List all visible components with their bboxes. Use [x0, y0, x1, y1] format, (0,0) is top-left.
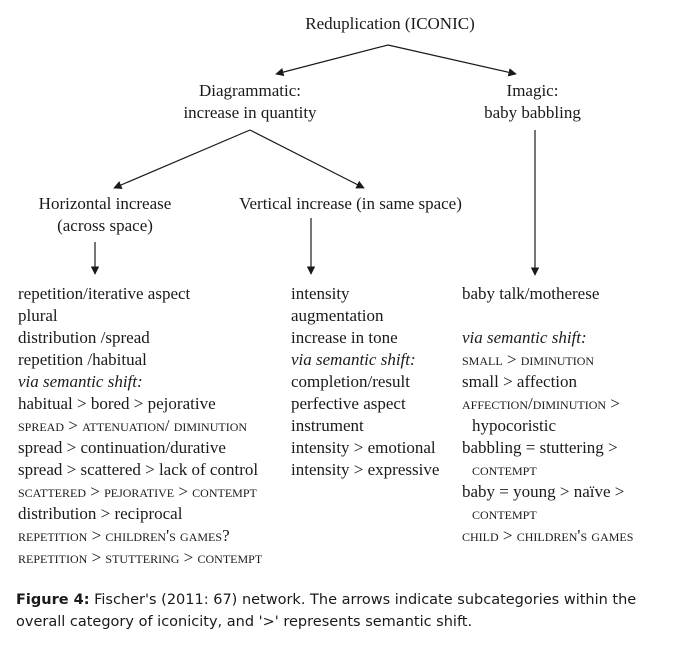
list-item: contempt: [472, 504, 537, 523]
list-item: spread > attenuation/ diminution: [18, 416, 248, 435]
list-item: repetition/iterative aspect: [18, 284, 191, 303]
list-item: repetition > children's games?: [18, 526, 230, 545]
vertical-node: Vertical increase (in same space): [228, 193, 473, 215]
list-item: hypocoristic: [472, 416, 557, 435]
list-item: habitual > bored > pejorative: [18, 394, 216, 413]
vertical-line1: Vertical increase (in same space): [239, 194, 462, 213]
list-item: babbling = stuttering >: [462, 438, 618, 457]
list-item: small > diminution: [462, 350, 595, 369]
root-label: Reduplication (ICONIC): [305, 14, 475, 33]
imagic-list: baby talk/motherese via semantic shift: …: [462, 283, 633, 547]
list-item: repetition > stuttering > contempt: [18, 548, 263, 567]
arrow-root-to-diagrammatic: [275, 44, 389, 77]
list-item: intensity: [291, 284, 350, 303]
list-item: via semantic shift:: [18, 372, 143, 391]
diagrammatic-line1: Diagrammatic:: [199, 81, 301, 100]
list-item: via semantic shift:: [291, 350, 416, 369]
list-item: plural: [18, 306, 58, 325]
diagrammatic-node: Diagrammatic: increase in quantity: [160, 80, 340, 124]
list-item: distribution /spread: [18, 328, 150, 347]
vertical-list: intensity augmentation increase in tone …: [291, 283, 439, 481]
root-node: Reduplication (ICONIC): [250, 13, 530, 35]
list-item: small > affection: [462, 372, 578, 391]
list-item: via semantic shift:: [462, 328, 587, 347]
diagrammatic-line2: increase in quantity: [183, 103, 317, 122]
list-item: spread > continuation/durative: [18, 438, 226, 457]
list-item: contempt: [472, 460, 537, 479]
horizontal-line2: (across space): [57, 216, 153, 235]
arrow-diagrammatic-to-horizontal: [113, 129, 251, 189]
list-item: intensity > expressive: [291, 460, 440, 479]
arrow-diagrammatic-to-vertical: [249, 129, 365, 189]
list-item: augmentation: [291, 306, 384, 325]
list-item: intensity > emotional: [291, 438, 436, 457]
horizontal-node: Horizontal increase (across space): [20, 193, 190, 237]
list-spacer: [462, 305, 633, 327]
list-item: spread > scattered > lack of control: [18, 460, 259, 479]
caption-label: Figure 4:: [16, 592, 90, 608]
list-item: distribution > reciprocal: [18, 504, 183, 523]
list-item: baby talk/motherese: [462, 284, 600, 303]
list-item: affection/diminution >: [462, 394, 620, 413]
imagic-node: Imagic: baby babbling: [460, 80, 605, 124]
list-item: scattered > pejorative > contempt: [18, 482, 257, 501]
caption-text: Fischer's (2011: 67) network. The arrows…: [16, 592, 637, 630]
horizontal-line1: Horizontal increase: [38, 194, 172, 213]
list-item: baby = young > naïve >: [462, 482, 625, 501]
horizontal-list: repetition/iterative aspect plural distr…: [18, 283, 262, 569]
list-item: repetition /habitual: [18, 350, 147, 369]
list-item: completion/result: [291, 372, 410, 391]
imagic-line1: Imagic:: [506, 81, 559, 100]
list-item: instrument: [291, 416, 364, 435]
list-item: perfective aspect: [291, 394, 406, 413]
list-item: child > children's games: [462, 526, 634, 545]
arrow-root-to-imagic: [387, 44, 517, 77]
list-item: increase in tone: [291, 328, 398, 347]
imagic-line2: baby babbling: [484, 103, 581, 122]
figure-caption: Figure 4: Fischer's (2011: 67) network. …: [16, 589, 676, 633]
